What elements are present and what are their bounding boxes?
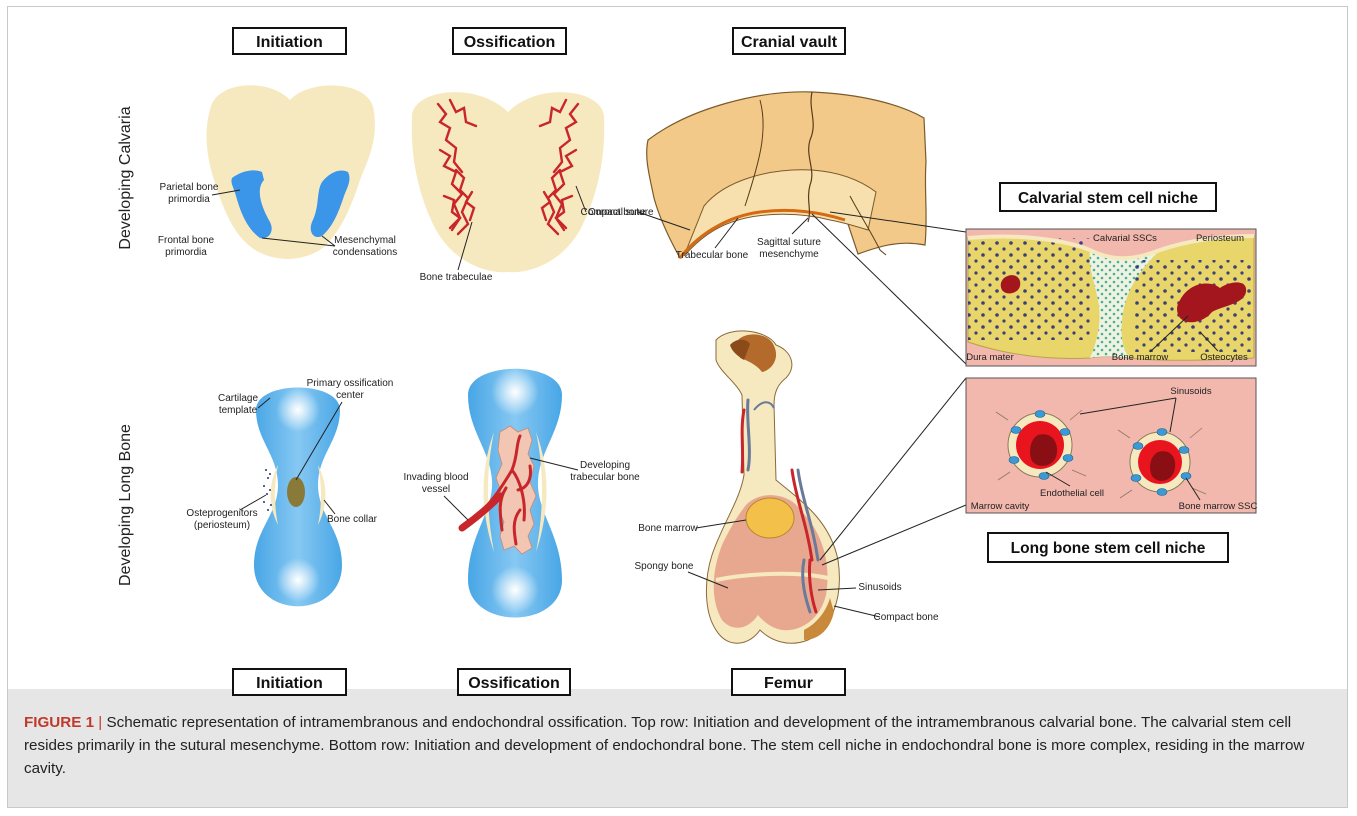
label-endothelial-cell: Endothelial cell [1040, 488, 1104, 499]
label-dura-mater: Dura mater [966, 352, 1014, 363]
label-compact-bone-femur: Compact bone [873, 612, 938, 623]
label-frontal: Frontal bone [158, 235, 215, 246]
figure-caption: FIGURE 1 | Schematic representation of i… [24, 711, 1334, 780]
header-bottom-initiation-text: Initiation [256, 675, 323, 692]
caption-text: Schematic representation of intramembran… [24, 714, 1304, 777]
label-sagittal-2: mesenchyme [759, 249, 819, 260]
label-bone-marrow-niche: Bone marrow [1112, 352, 1169, 363]
longbone-initiation-illustration [254, 388, 342, 607]
header-top-cranial-vault: Cranial vault [733, 28, 845, 54]
header-bottom-femur: Femur [732, 669, 845, 695]
calvaria-ossification-illustration [412, 92, 605, 272]
label-sinusoids-femur: Sinusoids [858, 582, 901, 593]
label-compact-bone-top: Compact bone [580, 207, 645, 218]
label-trabecular-bone: Trabecular bone [676, 250, 749, 261]
header-top-ossification: Ossification [453, 28, 566, 54]
header-top-initiation-text: Initiation [256, 34, 323, 51]
calvarial-niche-title-text: Calvarial stem cell niche [1018, 190, 1198, 207]
label-bone-marrow-ssc: Bone marrow SSC [1179, 501, 1258, 512]
header-top-initiation: Initiation [233, 28, 346, 54]
longbone-niche-title-text: Long bone stem cell niche [1011, 540, 1206, 557]
label-cartilage: Cartilage [218, 393, 258, 404]
label-osteoprogenitors: Osteprogenitors [186, 508, 257, 519]
label-calvarial-sscs: Calvarial SSCs [1093, 233, 1157, 244]
row-label-long-bone: Developing Long Bone [117, 424, 134, 586]
label-osteocytes: Osteocytes [1200, 352, 1248, 363]
label-bone-trabeculae: Bone trabeculae [420, 272, 493, 283]
label-sinusoids-niche: Sinusoids [1170, 386, 1211, 397]
label-periosteum: Periosteum [1196, 233, 1244, 244]
label-developing: Developing [580, 460, 630, 471]
label-invading-vessel: Invading blood [403, 472, 468, 483]
header-bottom-ossification: Ossification [458, 669, 570, 695]
calvaria-initiation-illustration [207, 85, 375, 259]
longbone-niche-title: Long bone stem cell niche [988, 533, 1228, 562]
label-parietal-2: primordia [168, 194, 210, 205]
longbone-niche-panel [966, 378, 1256, 513]
header-bottom-femur-text: Femur [764, 675, 813, 692]
label-parietal: Parietal bone [160, 182, 219, 193]
longbone-ossification-illustration [462, 368, 562, 618]
row-label-calvaria: Developing Calvaria [117, 106, 134, 249]
label-cartilage-2: template [219, 405, 258, 416]
label-developing-2: trabecular bone [570, 472, 640, 483]
cranial-vault-illustration [647, 92, 926, 258]
calvarial-niche-title: Calvarial stem cell niche [1000, 183, 1216, 211]
label-sagittal: Sagittal suture [757, 237, 821, 248]
label-spongy-bone: Spongy bone [635, 561, 694, 572]
header-top-cranial-vault-text: Cranial vault [741, 34, 838, 51]
caption-label: FIGURE 1 [24, 714, 94, 731]
label-primary-ossification: Primary ossification [307, 378, 394, 389]
label-frontal-2: primordia [165, 247, 207, 258]
femur-illustration [706, 331, 839, 643]
label-bone-collar: Bone collar [327, 514, 378, 525]
header-top-ossification-text: Ossification [464, 34, 556, 51]
header-bottom-ossification-text: Ossification [468, 675, 560, 692]
label-marrow-cavity: Marrow cavity [971, 501, 1030, 512]
header-bottom-initiation: Initiation [233, 669, 346, 695]
label-mesenchymal: Mesenchymal [334, 235, 396, 246]
label-mesenchymal-2: condensations [333, 247, 398, 258]
label-bone-marrow-femur: Bone marrow [638, 523, 698, 534]
caption-separator: | [98, 714, 102, 731]
label-osteoprogenitors-2: (periosteum) [194, 520, 250, 531]
label-invading-vessel-2: vessel [422, 484, 450, 495]
label-primary-ossification-2: center [336, 390, 364, 401]
